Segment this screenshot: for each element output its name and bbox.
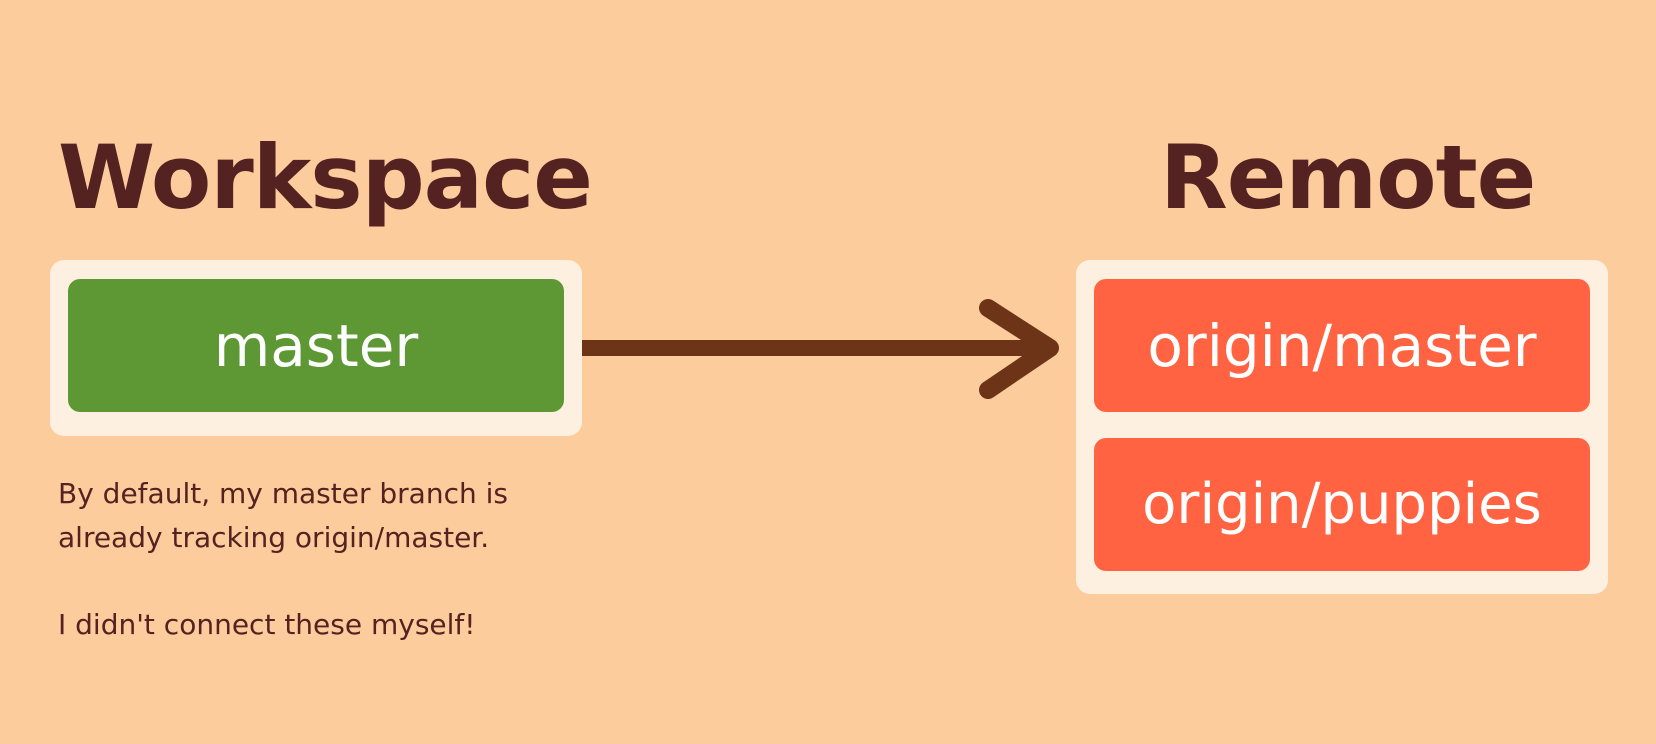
workspace-title: Workspace	[58, 126, 593, 229]
remote-panel: origin/master origin/puppies	[1076, 260, 1608, 594]
remote-branch-origin-master: origin/master	[1094, 279, 1590, 412]
local-branch-master: master	[68, 279, 564, 412]
caption-note: I didn't connect these myself!	[58, 608, 476, 641]
remote-branch-origin-puppies: origin/puppies	[1094, 438, 1590, 571]
caption-line: By default, my master branch is	[58, 477, 508, 510]
remote-title: Remote	[1160, 126, 1536, 229]
workspace-panel: master	[50, 260, 582, 436]
tracking-arrow-head	[979, 299, 1059, 399]
caption-line: already tracking origin/master.	[58, 521, 490, 554]
